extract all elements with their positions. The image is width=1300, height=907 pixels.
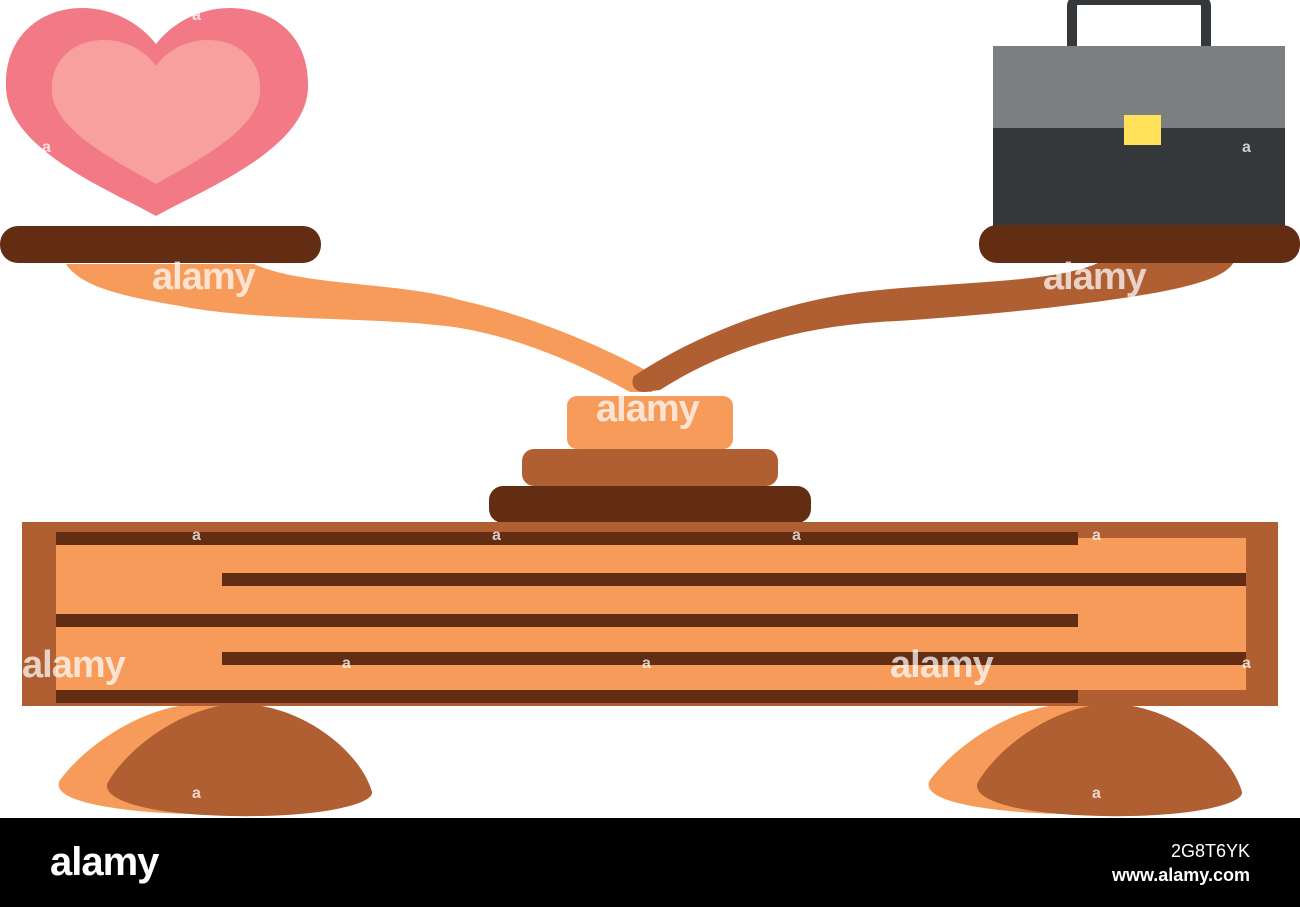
watermark-mark: a	[1242, 655, 1251, 672]
alamy-logo: alamy	[50, 840, 159, 884]
wood-line-5	[56, 690, 1078, 703]
right-arm	[632, 262, 1234, 392]
pivot-bottom	[489, 486, 811, 523]
briefcase-icon	[993, 0, 1285, 226]
watermark-mark: a	[1094, 3, 1103, 20]
heart-icon	[5, 8, 309, 216]
heart-inner	[51, 40, 261, 184]
footer-bar: alamy 2G8T6YK www.alamy.com	[0, 818, 1300, 907]
right-foot	[928, 704, 1243, 817]
watermark-mark: a	[192, 7, 201, 24]
pivot-middle	[522, 449, 778, 486]
watermark-mark: a	[192, 785, 201, 802]
site-url: www.alamy.com	[1111, 865, 1250, 885]
watermark-mark: a	[642, 655, 651, 672]
watermark-mark: a	[1092, 527, 1101, 544]
wood-line-3	[56, 614, 1078, 627]
watermark-mark: a	[492, 527, 501, 544]
watermark: alamy	[22, 644, 126, 686]
wood-line-2	[222, 573, 1246, 586]
pivot-top	[567, 396, 733, 449]
watermark-mark: a	[42, 139, 51, 156]
watermark-mark: a	[192, 527, 201, 544]
left-pan	[0, 226, 321, 263]
image-id: 2G8T6YK	[1170, 841, 1250, 861]
watermark-mark: a	[1242, 139, 1251, 156]
watermark: alamy	[1043, 256, 1147, 298]
watermark-mark: a	[792, 527, 801, 544]
briefcase-clasp	[1124, 115, 1161, 145]
wood-line-4	[222, 652, 1246, 665]
balance-scale-illustration	[0, 0, 1300, 817]
watermark: alamy	[890, 644, 994, 686]
scale-base	[22, 522, 1278, 706]
briefcase-upper	[993, 46, 1285, 128]
left-foot	[58, 704, 373, 817]
wood-line-1	[56, 532, 1078, 545]
scale-beam	[66, 262, 1234, 392]
watermark-mark: a	[342, 655, 351, 672]
watermark: alamy	[152, 256, 256, 298]
left-arm	[66, 264, 660, 392]
watermark-mark: a	[1092, 785, 1101, 802]
watermark: alamy	[596, 388, 700, 430]
right-pan	[979, 225, 1300, 263]
